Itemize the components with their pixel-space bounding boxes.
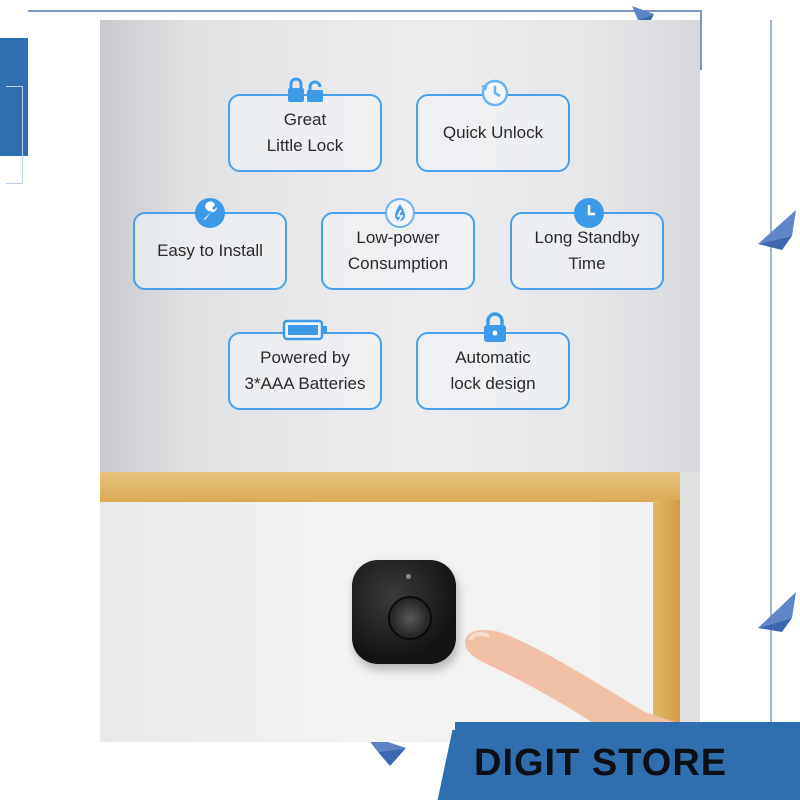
- feature-label: Great Little Lock: [266, 110, 344, 155]
- clock-icon: [574, 198, 604, 228]
- store-ribbon: [455, 722, 800, 800]
- arrow-decoration-right: [758, 210, 796, 250]
- product-scene: Great Little Lock Quick Unlock Easy to I…: [100, 20, 700, 742]
- feature-card-batteries: Powered by 3*AAA Batteries: [228, 332, 382, 410]
- feature-card-great-little-lock: Great Little Lock: [228, 94, 382, 172]
- water-drop-icon: [385, 198, 415, 228]
- clock-rewind-icon: [481, 79, 509, 107]
- wrench-icon: [195, 198, 225, 228]
- battery-icon: [282, 319, 327, 341]
- feature-label: Quick Unlock: [442, 123, 544, 142]
- left-decoration: [0, 38, 28, 184]
- fingerprint-lock: [352, 560, 456, 664]
- feature-label: Automatic lock design: [450, 348, 536, 393]
- frame-line-top: [28, 10, 700, 12]
- feature-card-easy-to-install: Easy to Install: [133, 212, 287, 290]
- fingerprint-sensor: [388, 596, 432, 640]
- arrow-decoration-right-lower: [758, 592, 796, 632]
- frame-line-right: [700, 10, 702, 70]
- cabinet-top-edge: [100, 472, 680, 502]
- store-watermark: DIGIT STORE: [474, 742, 728, 784]
- status-led: [406, 574, 411, 579]
- feature-label: Easy to Install: [157, 241, 263, 260]
- padlock-icon: [288, 77, 323, 102]
- lock-icon: [484, 312, 506, 342]
- feature-card-quick-unlock: Quick Unlock: [416, 94, 570, 172]
- cabinet: [100, 472, 700, 742]
- frame-line-edge: [770, 20, 772, 740]
- cabinet-side-edge: [653, 500, 680, 742]
- feature-label: Low-power Consumption: [347, 228, 449, 273]
- feature-card-automatic-lock: Automatic lock design: [416, 332, 570, 410]
- feature-label: Long Standby Time: [534, 228, 640, 273]
- feature-label: Powered by 3*AAA Batteries: [244, 348, 366, 393]
